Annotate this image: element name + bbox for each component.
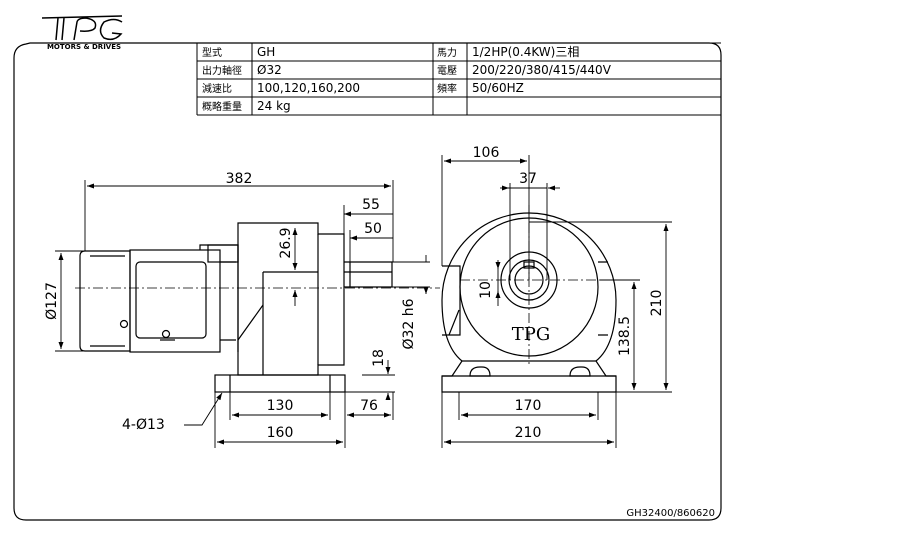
dim-base-76: 76	[360, 398, 378, 414]
spec-label-ratio: 減速比	[202, 82, 232, 95]
dim-shaft-diameter: Ø32 h6	[401, 298, 417, 349]
dim-base-210: 210	[515, 425, 542, 441]
drawing-number: GH32400/860620	[626, 508, 715, 519]
dim-height-26-9: 26.9	[278, 227, 294, 258]
dim-base-130: 130	[267, 398, 294, 414]
spec-value-power: 1/2HP(0.4KW)三相	[472, 45, 579, 59]
dim-height-138-5: 138.5	[617, 316, 633, 356]
dim-overall-length: 382	[226, 171, 253, 187]
drawing-border	[13, 42, 722, 521]
dim-width-37: 37	[519, 171, 537, 187]
base-plate	[214, 374, 346, 393]
spec-label-model: 型式	[202, 46, 222, 59]
spec-table-text: 型式 GH 馬力 1/2HP(0.4KW)三相 出力軸徑 Ø32 電壓 200/…	[202, 45, 612, 113]
dim-base-18: 18	[371, 349, 387, 367]
motor-body	[79, 250, 131, 352]
dim-height-210: 210	[649, 290, 665, 317]
spec-value-voltage: 200/220/380/415/440V	[472, 63, 612, 77]
front-view-labels: 106 37 10 210 138.5 170 210	[473, 145, 665, 441]
dim-holes: 4-Ø13	[122, 417, 165, 433]
tpg-logo: MOTORS & DRIVES	[41, 15, 123, 51]
spec-label-voltage: 電壓	[437, 65, 457, 77]
logo-caption: MOTORS & DRIVES	[47, 43, 121, 51]
dim-base-160: 160	[267, 425, 294, 441]
spec-value-shaft: Ø32	[257, 63, 282, 77]
spec-value-ratio: 100,120,160,200	[257, 81, 360, 95]
dim-base-170: 170	[515, 398, 542, 414]
spec-table	[196, 42, 721, 116]
spec-value-model: GH	[257, 45, 275, 59]
dim-motor-diameter: Ø127	[44, 282, 60, 320]
dim-key-10: 10	[478, 281, 494, 299]
front-view-dimensions	[441, 155, 672, 448]
side-view-dimensions	[55, 180, 430, 448]
dim-width-106: 106	[473, 145, 500, 161]
spec-label-frequency: 頻率	[437, 82, 457, 95]
side-view-labels: 382 55 50 26.9 Ø127 Ø32 h6 18 130 76 160…	[44, 171, 417, 441]
output-shaft	[344, 261, 393, 288]
spec-value-frequency: 50/60HZ	[472, 81, 524, 95]
dim-shaft-50: 50	[364, 221, 382, 237]
spec-label-weight: 概略重量	[202, 100, 242, 113]
front-brand-label: TPG	[512, 324, 551, 345]
spec-value-weight: 24 kg	[257, 99, 291, 113]
spec-label-shaft: 出力軸徑	[202, 64, 242, 77]
dim-shaft-55: 55	[362, 197, 380, 213]
spec-label-power: 馬力	[437, 46, 457, 59]
